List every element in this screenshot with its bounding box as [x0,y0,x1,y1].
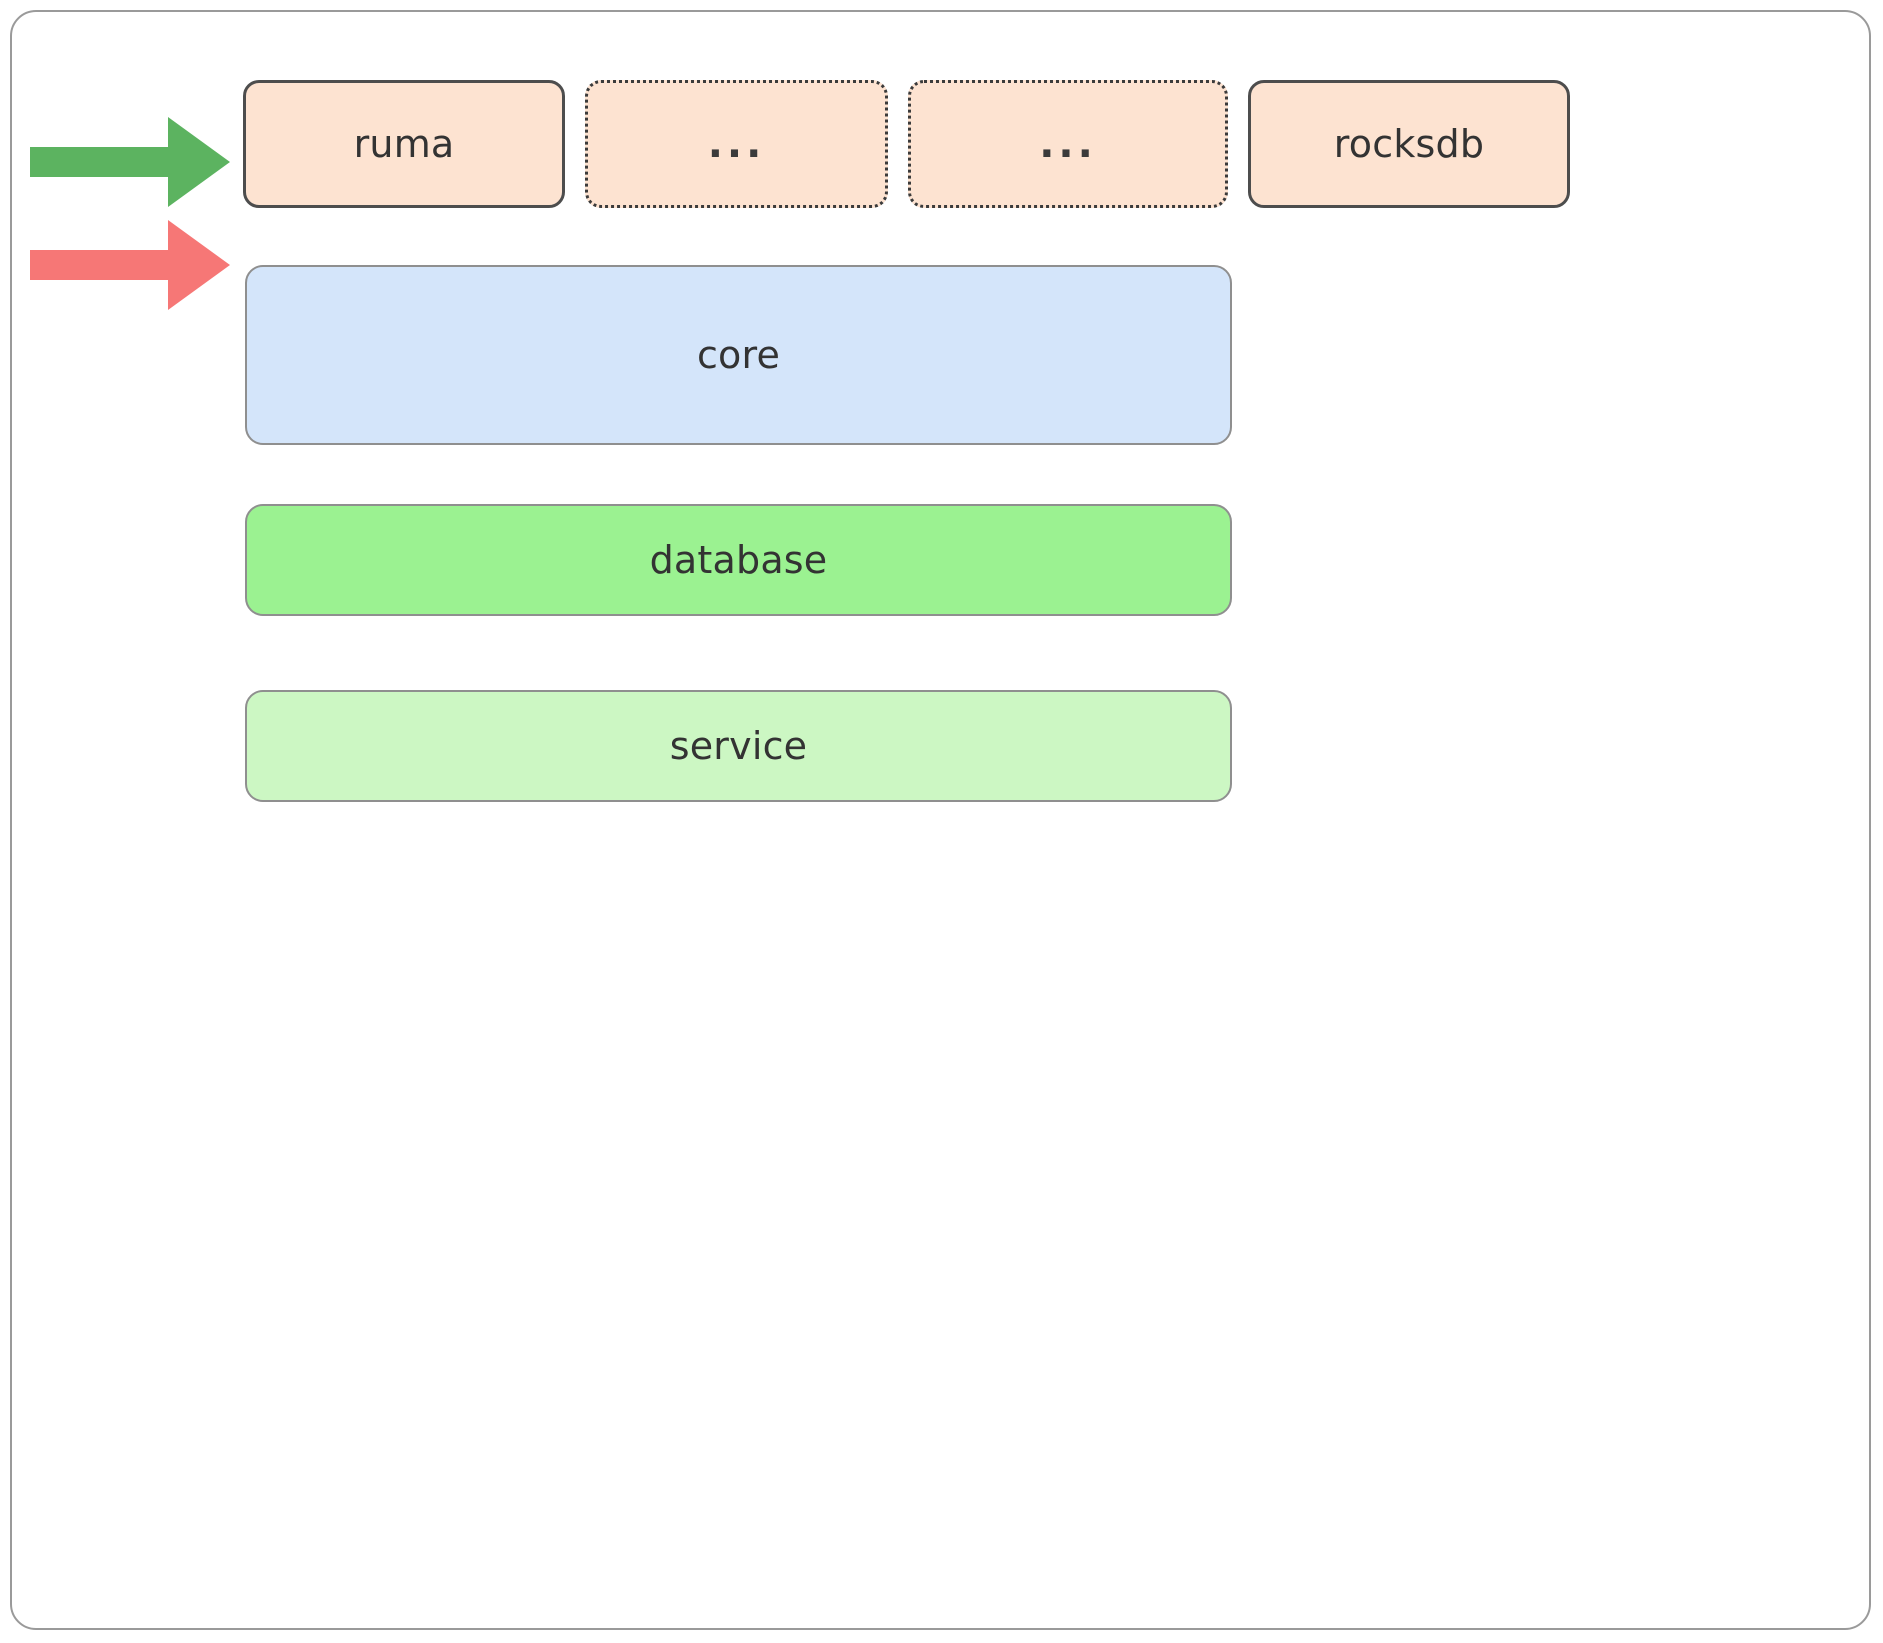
node-database[interactable]: database [245,504,1232,616]
node-ruma-label: ruma [353,122,455,166]
node-core-label: core [696,333,781,377]
node-database-label: database [649,538,828,582]
node-dependency-placeholder-2[interactable]: ... [908,80,1228,208]
node-service-label: service [669,724,808,768]
node-dependency-placeholder-1-label: ... [707,121,766,167]
node-dependency-placeholder-2-label: ... [1039,121,1097,167]
legend-unload-arrow-icon [30,220,230,310]
legend-arrow-swatches [30,117,230,310]
legend-load-arrow-icon [30,117,230,207]
node-core[interactable]: core [245,265,1232,445]
node-rocksdb-label: rocksdb [1333,122,1485,166]
node-ruma[interactable]: ruma [243,80,565,208]
node-rocksdb[interactable]: rocksdb [1248,80,1570,208]
node-dependency-placeholder-1[interactable]: ... [585,80,888,208]
node-service[interactable]: service [245,690,1232,802]
